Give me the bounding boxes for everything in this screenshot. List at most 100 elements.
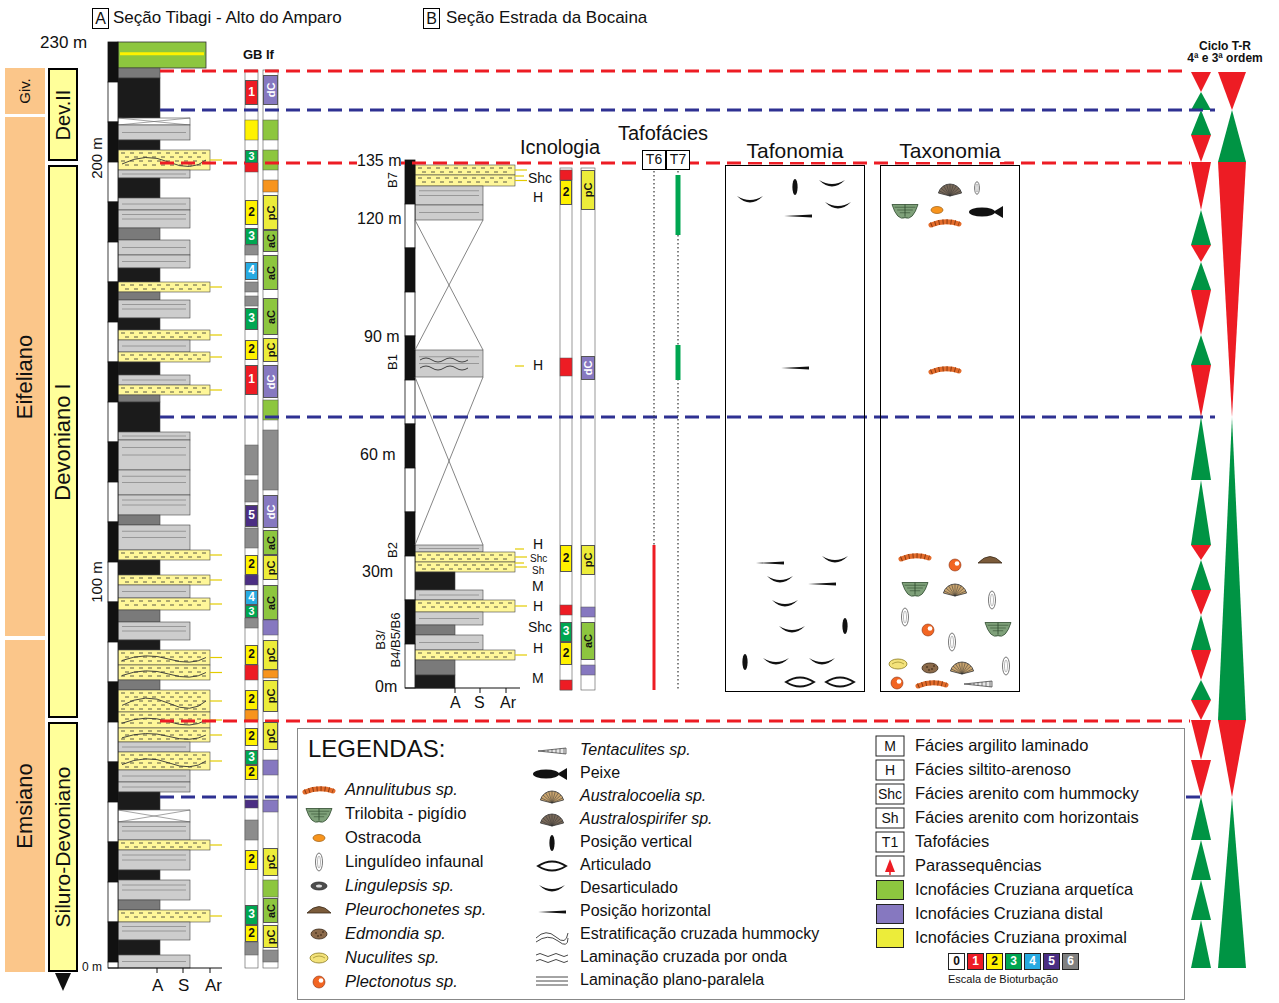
- stage-band: Emsiano: [5, 640, 45, 972]
- section-a-log: [148, 739, 152, 740]
- section-a-log: [122, 671, 206, 677]
- section-a-log: [130, 676, 134, 677]
- section-b-log: [490, 168, 494, 169]
- section-a-log: [118, 170, 190, 178]
- section-a-log: [130, 333, 134, 334]
- section-a-log: [170, 157, 174, 158]
- section-b-log: [463, 565, 467, 566]
- section-a-log: [118, 650, 210, 665]
- taxonomy-figures: [955, 588, 964, 596]
- section-a-log: [197, 557, 201, 558]
- section-a-log: [121, 661, 125, 662]
- legend-samples: [316, 885, 322, 888]
- ichnofacies-cell: pC: [263, 640, 278, 670]
- section-a-log: [184, 285, 188, 286]
- section-a-log: [210, 672, 222, 673]
- taxonomy-figures: [956, 664, 962, 674]
- section-b-log: [449, 607, 453, 608]
- taxonomy-figures: [989, 591, 996, 609]
- section-a-log: [179, 157, 183, 158]
- legend-samples: [540, 814, 563, 826]
- time-arrow: [55, 973, 71, 991]
- section-b-log: [445, 565, 449, 566]
- section-b-log: [515, 175, 524, 176]
- section-b-log: [467, 172, 471, 173]
- ichnofacies-cell: aC: [263, 230, 278, 252]
- section-a-log: [148, 161, 152, 162]
- legend-samples: [311, 882, 327, 890]
- section-b-log: [508, 555, 512, 556]
- period-band: Siluro-Devoniano: [48, 722, 78, 972]
- section-a-log: [202, 153, 206, 154]
- section-a-log: [143, 392, 147, 393]
- taxonomy-figures: [955, 561, 960, 566]
- taxonomy-figures: [904, 611, 907, 623]
- section-a-log: [152, 847, 156, 848]
- section-a-log: [157, 578, 161, 579]
- section-a-log: [166, 653, 170, 654]
- taphonomy-symbols: [786, 678, 814, 687]
- section-b-log: [427, 168, 431, 169]
- section-a-log: [118, 850, 190, 870]
- legend-text: Australocoelia sp.: [580, 787, 706, 805]
- section-a-log: [148, 731, 152, 732]
- section-a-log: [118, 255, 190, 268]
- section-a-log: [122, 885, 186, 886]
- section-a-log: [130, 601, 134, 602]
- node-text: 2: [248, 730, 255, 743]
- section-a-log: [108, 842, 118, 882]
- section-b-log: [422, 182, 426, 183]
- section-a-log: [193, 693, 197, 694]
- section-a-log: [148, 676, 152, 677]
- section-a-log: [197, 719, 201, 720]
- figure-label: M: [532, 670, 544, 686]
- legend-samples: [544, 750, 545, 751]
- section-b-log: [463, 178, 467, 179]
- section-b-log: [515, 562, 524, 563]
- node-text: 1: [248, 373, 255, 386]
- section-a-log: [118, 210, 190, 228]
- section-letter-box: B: [423, 8, 440, 29]
- section-b-log: [415, 572, 455, 590]
- node-text: Dev.II: [52, 89, 74, 140]
- node-text: pC: [264, 560, 276, 575]
- section-a-log: [202, 333, 206, 334]
- bioturbation-cell: 3: [560, 622, 572, 642]
- taxonomy-figures: [931, 222, 959, 225]
- section-a-log: [118, 955, 190, 968]
- section-b-log: [503, 569, 507, 570]
- section-a-log: [175, 715, 179, 716]
- section-a-log: [139, 723, 143, 724]
- trace-columns: [560, 170, 572, 180]
- legend-text: Icnofácies Cruziana arquetíca: [915, 880, 1133, 899]
- section-b-log: [458, 182, 462, 183]
- figure-label: Tafofácies: [618, 122, 708, 145]
- trace-columns: [263, 670, 278, 678]
- tr-cycles: [1191, 700, 1211, 720]
- section-a-log: [175, 755, 179, 756]
- section-a-log: [118, 440, 190, 470]
- bioturbation-cell: 3: [245, 605, 258, 618]
- section-a-log: [125, 157, 129, 158]
- taxonomy-figures: [933, 665, 935, 667]
- legend-text: Annulitubus sp.: [345, 780, 458, 799]
- section-a-log: [152, 557, 156, 558]
- node-text: aC: [264, 309, 276, 323]
- section-a-log: [108, 722, 118, 762]
- taxonomy-figures: [905, 205, 906, 217]
- section-a-log: [118, 870, 160, 880]
- node-text: Devoniano I: [51, 383, 75, 500]
- trace-columns: [245, 245, 258, 255]
- section-a-log: [139, 676, 143, 677]
- section-b-log: [515, 605, 527, 606]
- section-a-log: [152, 165, 156, 166]
- bioturbation-cell: 2: [245, 765, 258, 780]
- section-a-log: [161, 165, 165, 166]
- legend-swatch: [876, 904, 904, 924]
- section-a-log: [175, 731, 179, 732]
- section-a-log: [125, 605, 129, 606]
- section-a-log: [118, 515, 160, 525]
- figure-label: A: [450, 694, 461, 712]
- section-b-log: [454, 555, 458, 556]
- legend-text: Articulado: [580, 856, 651, 874]
